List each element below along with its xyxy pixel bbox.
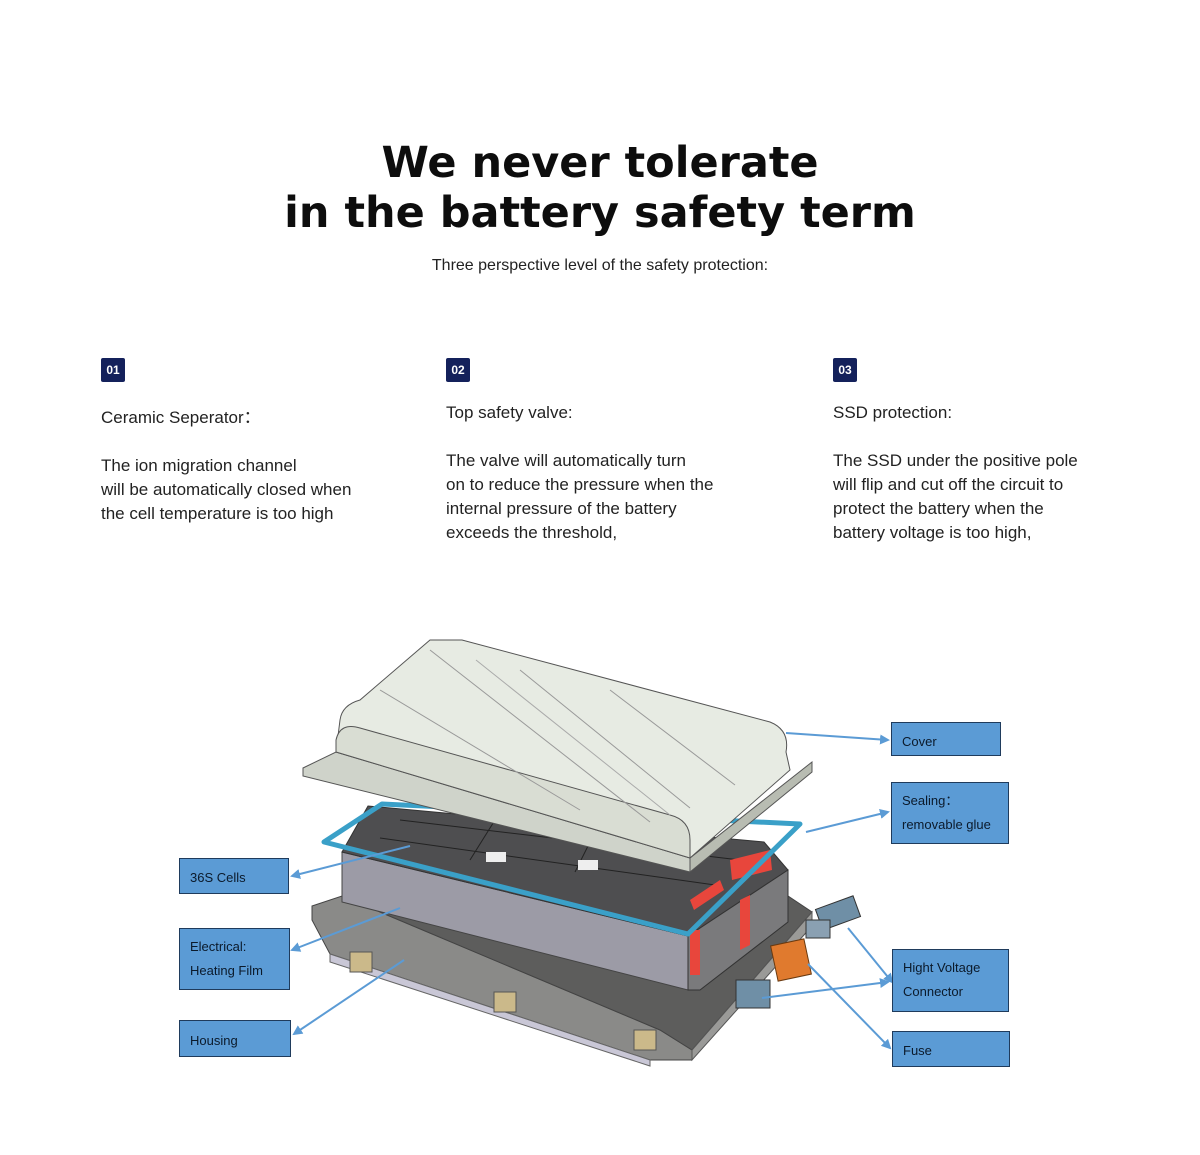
title-line-1: We never tolerate (381, 138, 819, 188)
feature-number-badge: 03 (833, 358, 857, 382)
feature-description: The ion migration channel will be automa… (101, 456, 352, 523)
label-fuse-text: Fuse (903, 1043, 932, 1058)
feature-number-badge: 01 (101, 358, 125, 382)
label-heating-film: Electrical: Heating Film (179, 928, 290, 990)
arrow-sealing (805, 809, 890, 833)
arrow-fuse (807, 963, 892, 1050)
label-hv-connector-text-2: Connector (903, 984, 963, 999)
battery-pack-exploded-diagram: Cover Sealing： removable glue 36S Cells … (0, 600, 1200, 1100)
label-heating-film-text-1: Electrical: (190, 939, 247, 954)
label-housing: Housing (179, 1020, 291, 1057)
label-hv-connector: Hight Voltage Connector (892, 949, 1009, 1012)
label-hv-connector-text-1: Hight Voltage (903, 960, 981, 975)
feature-description: The SSD under the positive pole will fli… (833, 451, 1078, 542)
sealing-gasket-shape (321, 801, 803, 937)
label-heating-film-text-2: Heating Film (190, 963, 263, 978)
label-sealing-text-1: Sealing： (902, 793, 959, 808)
connector-shapes (735, 895, 862, 1009)
feature-description: The valve will automatically turn on to … (446, 451, 714, 542)
arrow-cells (290, 845, 411, 879)
feature-number-badge: 02 (446, 358, 470, 382)
label-cells-text: 36S Cells (190, 870, 246, 885)
feature-title: SSD protection: (833, 403, 953, 422)
feature-top-safety-valve: 02 Top safety valve: The valve will auto… (446, 358, 746, 545)
feature-ceramic-separator: 01 Ceramic Seperator： The ion migration … (101, 358, 401, 526)
arrow-cover (785, 732, 890, 745)
label-housing-text: Housing (190, 1033, 238, 1048)
page-subtitle: Three perspective level of the safety pr… (431, 257, 769, 274)
label-sealing-text-2: removable glue (902, 817, 991, 832)
arrow-heating-film (290, 907, 401, 952)
feature-title: Top safety valve: (446, 403, 573, 422)
label-cells: 36S Cells (179, 858, 289, 894)
label-sealing: Sealing： removable glue (891, 782, 1009, 844)
arrow-housing (292, 959, 405, 1036)
cover-shape (302, 639, 813, 874)
label-cover-text: Cover (902, 734, 937, 749)
feature-title: Ceramic Seperator： (101, 408, 261, 427)
label-fuse: Fuse (892, 1031, 1010, 1067)
arrow-hv-connector-1 (847, 927, 894, 984)
label-cover: Cover (891, 722, 1001, 756)
feature-ssd-protection: 03 SSD protection: The SSD under the pos… (833, 358, 1133, 545)
page-title: We never tolerate in the battery safety … (0, 138, 1200, 238)
battery-pack-illustration (290, 639, 894, 1067)
title-line-2: in the battery safety term (284, 188, 916, 238)
arrow-hv-connector-2 (761, 978, 890, 999)
callout-arrows (290, 732, 894, 1050)
